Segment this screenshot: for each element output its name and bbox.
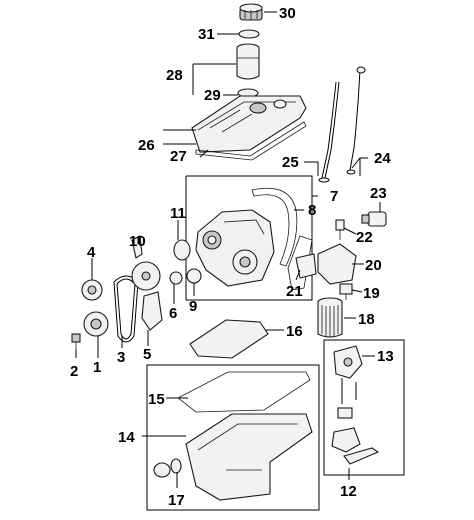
callout-27: 27 xyxy=(170,148,187,165)
callout-7: 7 xyxy=(330,188,338,205)
callout-16: 16 xyxy=(286,323,303,340)
timing-cover-part xyxy=(195,209,275,287)
valve-cover-part xyxy=(191,95,307,153)
oil-filler-tube-part xyxy=(236,43,260,80)
adapter-fitting-part xyxy=(339,283,353,300)
callout-13: 13 xyxy=(377,348,394,365)
pump-screen-part xyxy=(331,427,361,453)
upper-oil-pan-part xyxy=(189,319,269,359)
oil-pan-part xyxy=(185,413,313,501)
dipstick-tube-part xyxy=(321,81,340,179)
oil-pump-group-box xyxy=(323,339,405,476)
adapter-bracket-part xyxy=(295,253,317,279)
chain-tensioner-part xyxy=(141,291,163,331)
callout-5: 5 xyxy=(143,346,151,363)
callout-31: 31 xyxy=(198,26,215,43)
callout-29: 29 xyxy=(204,87,221,104)
callout-25: 25 xyxy=(282,154,299,171)
cam-sensor-part xyxy=(131,235,143,259)
callout-1: 1 xyxy=(93,359,101,376)
dipstick-o-ring-right xyxy=(346,169,356,175)
oil-filler-cap-part xyxy=(239,3,263,21)
front-cover-gasket xyxy=(251,187,298,267)
callout-28: 28 xyxy=(166,67,183,84)
callout-30: 30 xyxy=(279,5,296,22)
oil-pump-part xyxy=(333,345,363,379)
oil-filter-adapter-part xyxy=(317,243,357,285)
callout-11: 11 xyxy=(170,205,186,222)
callout-12: 12 xyxy=(340,483,357,500)
callout-8: 8 xyxy=(308,202,316,219)
balancer-part xyxy=(83,311,109,337)
callout-10: 10 xyxy=(129,233,146,250)
oil-filter-part xyxy=(317,297,343,338)
timing-chain-part xyxy=(113,275,139,343)
crank-pulley-part xyxy=(81,279,103,301)
callout-2: 2 xyxy=(70,363,78,380)
oil-pressure-sensor-part xyxy=(361,211,387,227)
leader-lines xyxy=(75,11,381,488)
pump-spacer xyxy=(337,407,353,419)
dipstick-part xyxy=(349,66,366,171)
callout-14: 14 xyxy=(118,429,135,446)
callout-18: 18 xyxy=(358,311,375,328)
crank-bolt-part xyxy=(71,333,81,350)
drain-plug-part xyxy=(153,458,182,478)
callout-26: 26 xyxy=(138,137,155,154)
callout-22: 22 xyxy=(356,229,373,246)
callout-23: 23 xyxy=(370,185,387,202)
sensor-fitting-part xyxy=(335,219,345,240)
crank-seal-outer xyxy=(169,271,183,285)
dipstick-o-ring-left xyxy=(318,177,330,183)
callout-21: 21 xyxy=(286,283,303,300)
callout-3: 3 xyxy=(117,349,125,366)
oil-pan-group-box xyxy=(146,364,320,511)
valve-cover-gasket xyxy=(195,121,307,161)
callout-4: 4 xyxy=(87,244,96,261)
callout-19: 19 xyxy=(363,285,380,302)
callout-15: 15 xyxy=(148,391,165,408)
cam-sensor-seal xyxy=(173,239,191,261)
cam-sprocket-part xyxy=(131,261,161,291)
pickup-tube-part xyxy=(343,447,380,465)
oil-pan-gasket xyxy=(177,371,311,413)
callout-17: 17 xyxy=(168,492,185,509)
callout-20: 20 xyxy=(365,257,382,274)
front-seal-ring xyxy=(186,268,202,284)
filler-seal-ring xyxy=(238,29,260,39)
callout-6: 6 xyxy=(169,305,177,322)
callout-9: 9 xyxy=(189,298,197,315)
callout-24: 24 xyxy=(374,150,391,167)
